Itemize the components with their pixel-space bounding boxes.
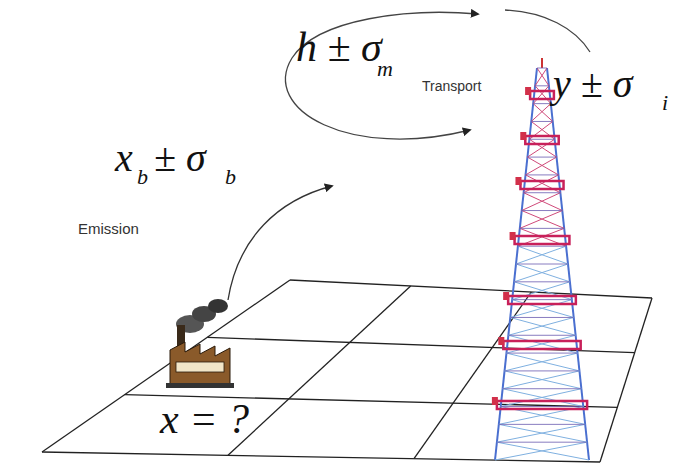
tower-rung <box>506 353 577 354</box>
transport-loop-right <box>505 10 590 52</box>
tower-platform <box>508 296 576 304</box>
grid-line <box>600 298 652 462</box>
tower-rung <box>503 388 582 389</box>
factory-icon <box>166 299 234 388</box>
tower-rung <box>505 370 580 371</box>
grid-line <box>228 286 411 455</box>
tower-brace <box>524 193 563 211</box>
tower-rung <box>512 299 572 300</box>
tower-rung <box>526 174 559 175</box>
tower-dish <box>503 292 509 300</box>
tower-dish <box>520 132 526 140</box>
tower-rung <box>497 442 587 443</box>
transport-loop <box>285 12 478 139</box>
tower-platform <box>520 181 563 189</box>
tower-brace <box>533 86 549 104</box>
prior-symbol: x <box>115 138 133 178</box>
tower-brace <box>516 264 570 282</box>
tower-platform <box>497 401 587 409</box>
tower-rung <box>522 210 563 211</box>
tower-rung <box>529 139 554 140</box>
tower-rung <box>510 317 573 318</box>
tower-brace <box>503 371 580 389</box>
tower-platform <box>515 236 570 244</box>
subscript: b <box>225 166 236 188</box>
emission-arrow <box>228 186 332 300</box>
tower-rung <box>524 192 561 193</box>
tower-brace <box>518 246 568 264</box>
tower-rung <box>508 335 575 336</box>
grid-line <box>414 292 531 459</box>
tower-antenna <box>541 58 543 68</box>
tower-brace <box>516 246 566 264</box>
tower-brace <box>533 104 553 122</box>
tower-brace <box>535 68 547 86</box>
grid-line <box>42 452 600 462</box>
tower-brace <box>527 139 554 157</box>
tower-brace <box>497 424 585 442</box>
tower-brace <box>526 157 557 175</box>
tower-brace <box>501 389 582 407</box>
tower-platform <box>503 341 580 349</box>
tower-dish <box>525 87 531 95</box>
tower-rung <box>537 68 547 69</box>
tower-brace <box>522 211 564 229</box>
measurement-symbol: h ± σ <box>296 26 382 68</box>
tower-brace <box>512 300 574 318</box>
tower-dish <box>492 397 498 405</box>
tower-rung <box>527 157 556 158</box>
tower-rung <box>516 264 568 265</box>
tower-brace <box>527 157 558 175</box>
tower-brace <box>522 193 561 211</box>
tower-brace <box>510 317 575 335</box>
prior-uncertainty: ± σ <box>154 138 206 178</box>
subscript: i <box>662 92 668 114</box>
tower-platform <box>525 136 558 144</box>
tower-brace <box>505 353 578 371</box>
unknown-symbol: x = ? <box>160 398 249 440</box>
process-label: Emission <box>78 221 139 236</box>
tower-dish <box>498 337 504 345</box>
tower-brace <box>535 86 551 104</box>
tower-rung <box>520 228 564 229</box>
tower-brace <box>529 139 556 157</box>
tower-rung <box>514 281 570 282</box>
process-label: Transport <box>420 78 483 94</box>
tower-brace <box>531 104 551 122</box>
tower-rung <box>535 85 549 86</box>
tower-brace <box>495 442 587 460</box>
subscript: m <box>377 58 393 80</box>
tower-rung <box>499 424 585 425</box>
tower-symbol <box>492 58 589 460</box>
subscript: b <box>137 166 148 188</box>
grid-line <box>42 280 290 452</box>
tower-brace <box>508 317 573 335</box>
tower-rung <box>533 103 551 104</box>
tower-dish <box>515 177 521 185</box>
tower-rung <box>518 246 566 247</box>
grid-line <box>290 280 652 298</box>
tower-brace <box>520 211 562 229</box>
tower-brace <box>537 68 549 86</box>
tower-brace <box>514 264 568 282</box>
tower-brace <box>506 335 575 353</box>
tower-dish <box>510 232 516 240</box>
ground-grid <box>42 280 652 462</box>
tower-brace <box>510 300 572 318</box>
tower-rung <box>531 121 552 122</box>
observation-symbol: y ± σ <box>553 64 632 104</box>
tower-rung <box>501 406 584 407</box>
tower-platform <box>530 91 554 99</box>
grid-line <box>207 337 634 352</box>
